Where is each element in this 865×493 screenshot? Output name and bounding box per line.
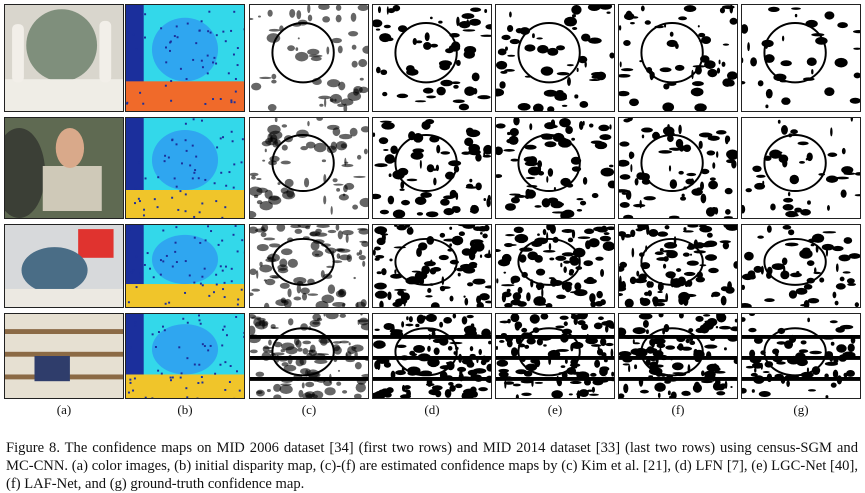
panel-label: (a)	[4, 402, 124, 418]
panel-image	[496, 225, 614, 307]
figure-panel-row3-confidence	[741, 224, 861, 308]
panel-image	[619, 5, 737, 111]
figure-panel-row1-confidence	[618, 4, 738, 112]
panel-image	[373, 225, 491, 307]
panel-image	[373, 5, 491, 111]
figure-panel-row4-disparity	[125, 313, 245, 399]
panel-image	[742, 5, 860, 111]
figure-panel-row4-color	[4, 313, 124, 399]
panel-image	[250, 225, 368, 307]
panel-image	[5, 5, 123, 111]
panel-image	[619, 314, 737, 398]
figure-panel-row2-confidence	[495, 117, 615, 219]
panel-image	[126, 225, 244, 307]
figure-panel-row2-confidence	[372, 117, 492, 219]
figure-grid	[0, 0, 865, 420]
panel-image	[250, 118, 368, 218]
panel-image	[742, 118, 860, 218]
panel-label: (g)	[741, 402, 861, 418]
figure-panel-row1-confidence	[495, 4, 615, 112]
figure-panel-row3-confidence	[372, 224, 492, 308]
panel-label: (b)	[125, 402, 245, 418]
figure-panel-row2-color	[4, 117, 124, 219]
figure-caption: Figure 8. The confidence maps on MID 200…	[6, 439, 858, 493]
panel-image	[496, 118, 614, 218]
figure-panel-row4-confidence	[741, 313, 861, 399]
figure-panel-row3-confidence	[618, 224, 738, 308]
panel-label: (c)	[249, 402, 369, 418]
figure-panel-row4-confidence	[495, 313, 615, 399]
panel-image	[742, 225, 860, 307]
panel-image	[496, 314, 614, 398]
figure-panel-row1-color	[4, 4, 124, 112]
panel-image	[496, 5, 614, 111]
panel-label: (e)	[495, 402, 615, 418]
figure-panel-row2-confidence	[249, 117, 369, 219]
figure-panel-row1-disparity	[125, 4, 245, 112]
panel-image	[373, 314, 491, 398]
figure-panel-row4-confidence	[249, 313, 369, 399]
figure-panel-row1-confidence	[372, 4, 492, 112]
panel-image	[373, 118, 491, 218]
figure-panel-row3-disparity	[125, 224, 245, 308]
figure-panel-row4-confidence	[618, 313, 738, 399]
panel-image	[619, 225, 737, 307]
panel-image	[5, 314, 123, 398]
panel-image	[5, 225, 123, 307]
panel-image	[126, 5, 244, 111]
figure-panel-row2-confidence	[618, 117, 738, 219]
figure-panel-row3-color	[4, 224, 124, 308]
panel-image	[250, 5, 368, 111]
figure-panel-row4-confidence	[372, 313, 492, 399]
figure-panel-row2-disparity	[125, 117, 245, 219]
figure-panel-row3-confidence	[249, 224, 369, 308]
panel-label: (d)	[372, 402, 492, 418]
panel-image	[126, 314, 244, 398]
figure-panel-row2-confidence	[741, 117, 861, 219]
panel-image	[619, 118, 737, 218]
figure-panel-row3-confidence	[495, 224, 615, 308]
panel-image	[742, 314, 860, 398]
panel-label: (f)	[618, 402, 738, 418]
panel-image	[250, 314, 368, 398]
figure-panel-row1-confidence	[741, 4, 861, 112]
panel-image	[126, 118, 244, 218]
figure-panel-row1-confidence	[249, 4, 369, 112]
panel-image	[5, 118, 123, 218]
